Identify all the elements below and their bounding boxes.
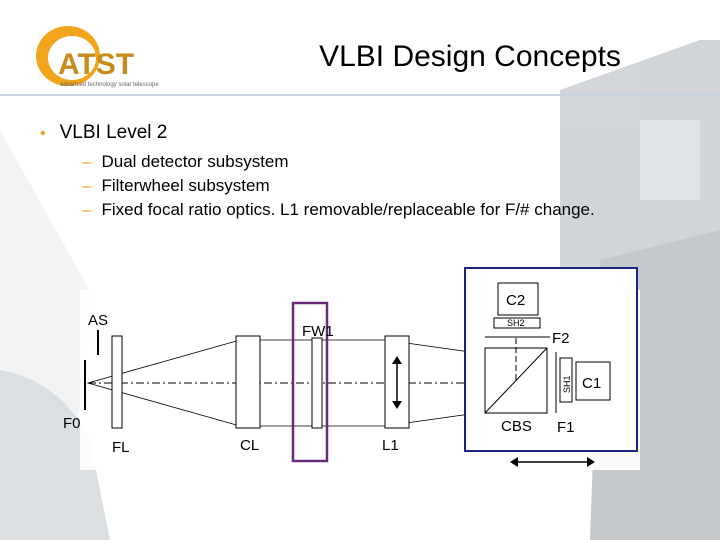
left-dome-art [0, 370, 110, 540]
camera-c1 [575, 361, 611, 401]
page-title: VLBI Design Concepts [319, 40, 621, 73]
right-panel-art [640, 120, 700, 200]
lens-cl [235, 335, 261, 429]
label-c1: C1 [582, 375, 601, 392]
bullet-level2-text: Filterwheel subsystem [101, 176, 270, 195]
label-sh2: SH2 [507, 318, 525, 328]
label-cbs: CBS [501, 418, 532, 435]
bullet-level2-item: –Filterwheel subsystem [82, 176, 720, 196]
label-f1: F1 [557, 419, 575, 436]
shutter-sh1 [559, 357, 573, 403]
bullet-level2-text: Dual detector subsystem [101, 152, 289, 171]
bullet-dash-icon: – [82, 152, 92, 171]
shutter-sh2 [493, 317, 541, 329]
atst-logo: ATST advanced technology solar telescope [36, 26, 159, 88]
bullet-list: •VLBI Level 2 –Dual detector subsystem –… [40, 122, 720, 224]
bullet-level2-text: Fixed focal ratio optics. L1 removable/r… [101, 200, 595, 219]
logo-subtitle: advanced technology solar telescope [60, 82, 159, 88]
label-f0: F0 [63, 415, 81, 432]
label-f2: F2 [552, 330, 570, 347]
label-as: AS [88, 312, 108, 329]
camera-c2 [497, 282, 539, 316]
translation-arrow-left-icon [510, 457, 518, 467]
label-c2: C2 [506, 292, 525, 309]
beamsplitter-diagonal [484, 347, 548, 414]
l1-arrow-head-up-icon [392, 356, 402, 364]
left-sky-wedge [0, 130, 95, 540]
label-fw1: FW1 [302, 323, 334, 340]
bullet-level2-item: –Dual detector subsystem [82, 152, 720, 172]
lens-fl [111, 335, 123, 429]
bullet-dot-icon: • [40, 125, 46, 142]
bullet-dash-icon: – [82, 176, 92, 195]
label-cl: CL [240, 437, 259, 454]
filter-fw1 [311, 337, 323, 429]
translation-arrow-right-icon [587, 457, 595, 467]
optical-layout-diagram: AS F0 FL CL FW1 L1 C2 SH2 F2 CBS SH1 C1 … [63, 267, 640, 470]
logo-wordmark: ATST [58, 48, 134, 81]
header-divider [0, 94, 720, 96]
bullet-level1: • VLBI Level 2 [40, 122, 720, 144]
bullet-level2-item: –Fixed focal ratio optics. L1 removable/… [82, 200, 720, 220]
bullet-dash-icon: – [82, 200, 92, 219]
bullet-level1-text: VLBI Level 2 [59, 122, 168, 143]
fw1-highlight-box [291, 301, 329, 463]
label-sh1: SH1 [562, 375, 572, 393]
label-l1: L1 [382, 437, 399, 454]
l1-arrow-head-down-icon [392, 401, 402, 409]
label-fl: FL [112, 439, 130, 456]
